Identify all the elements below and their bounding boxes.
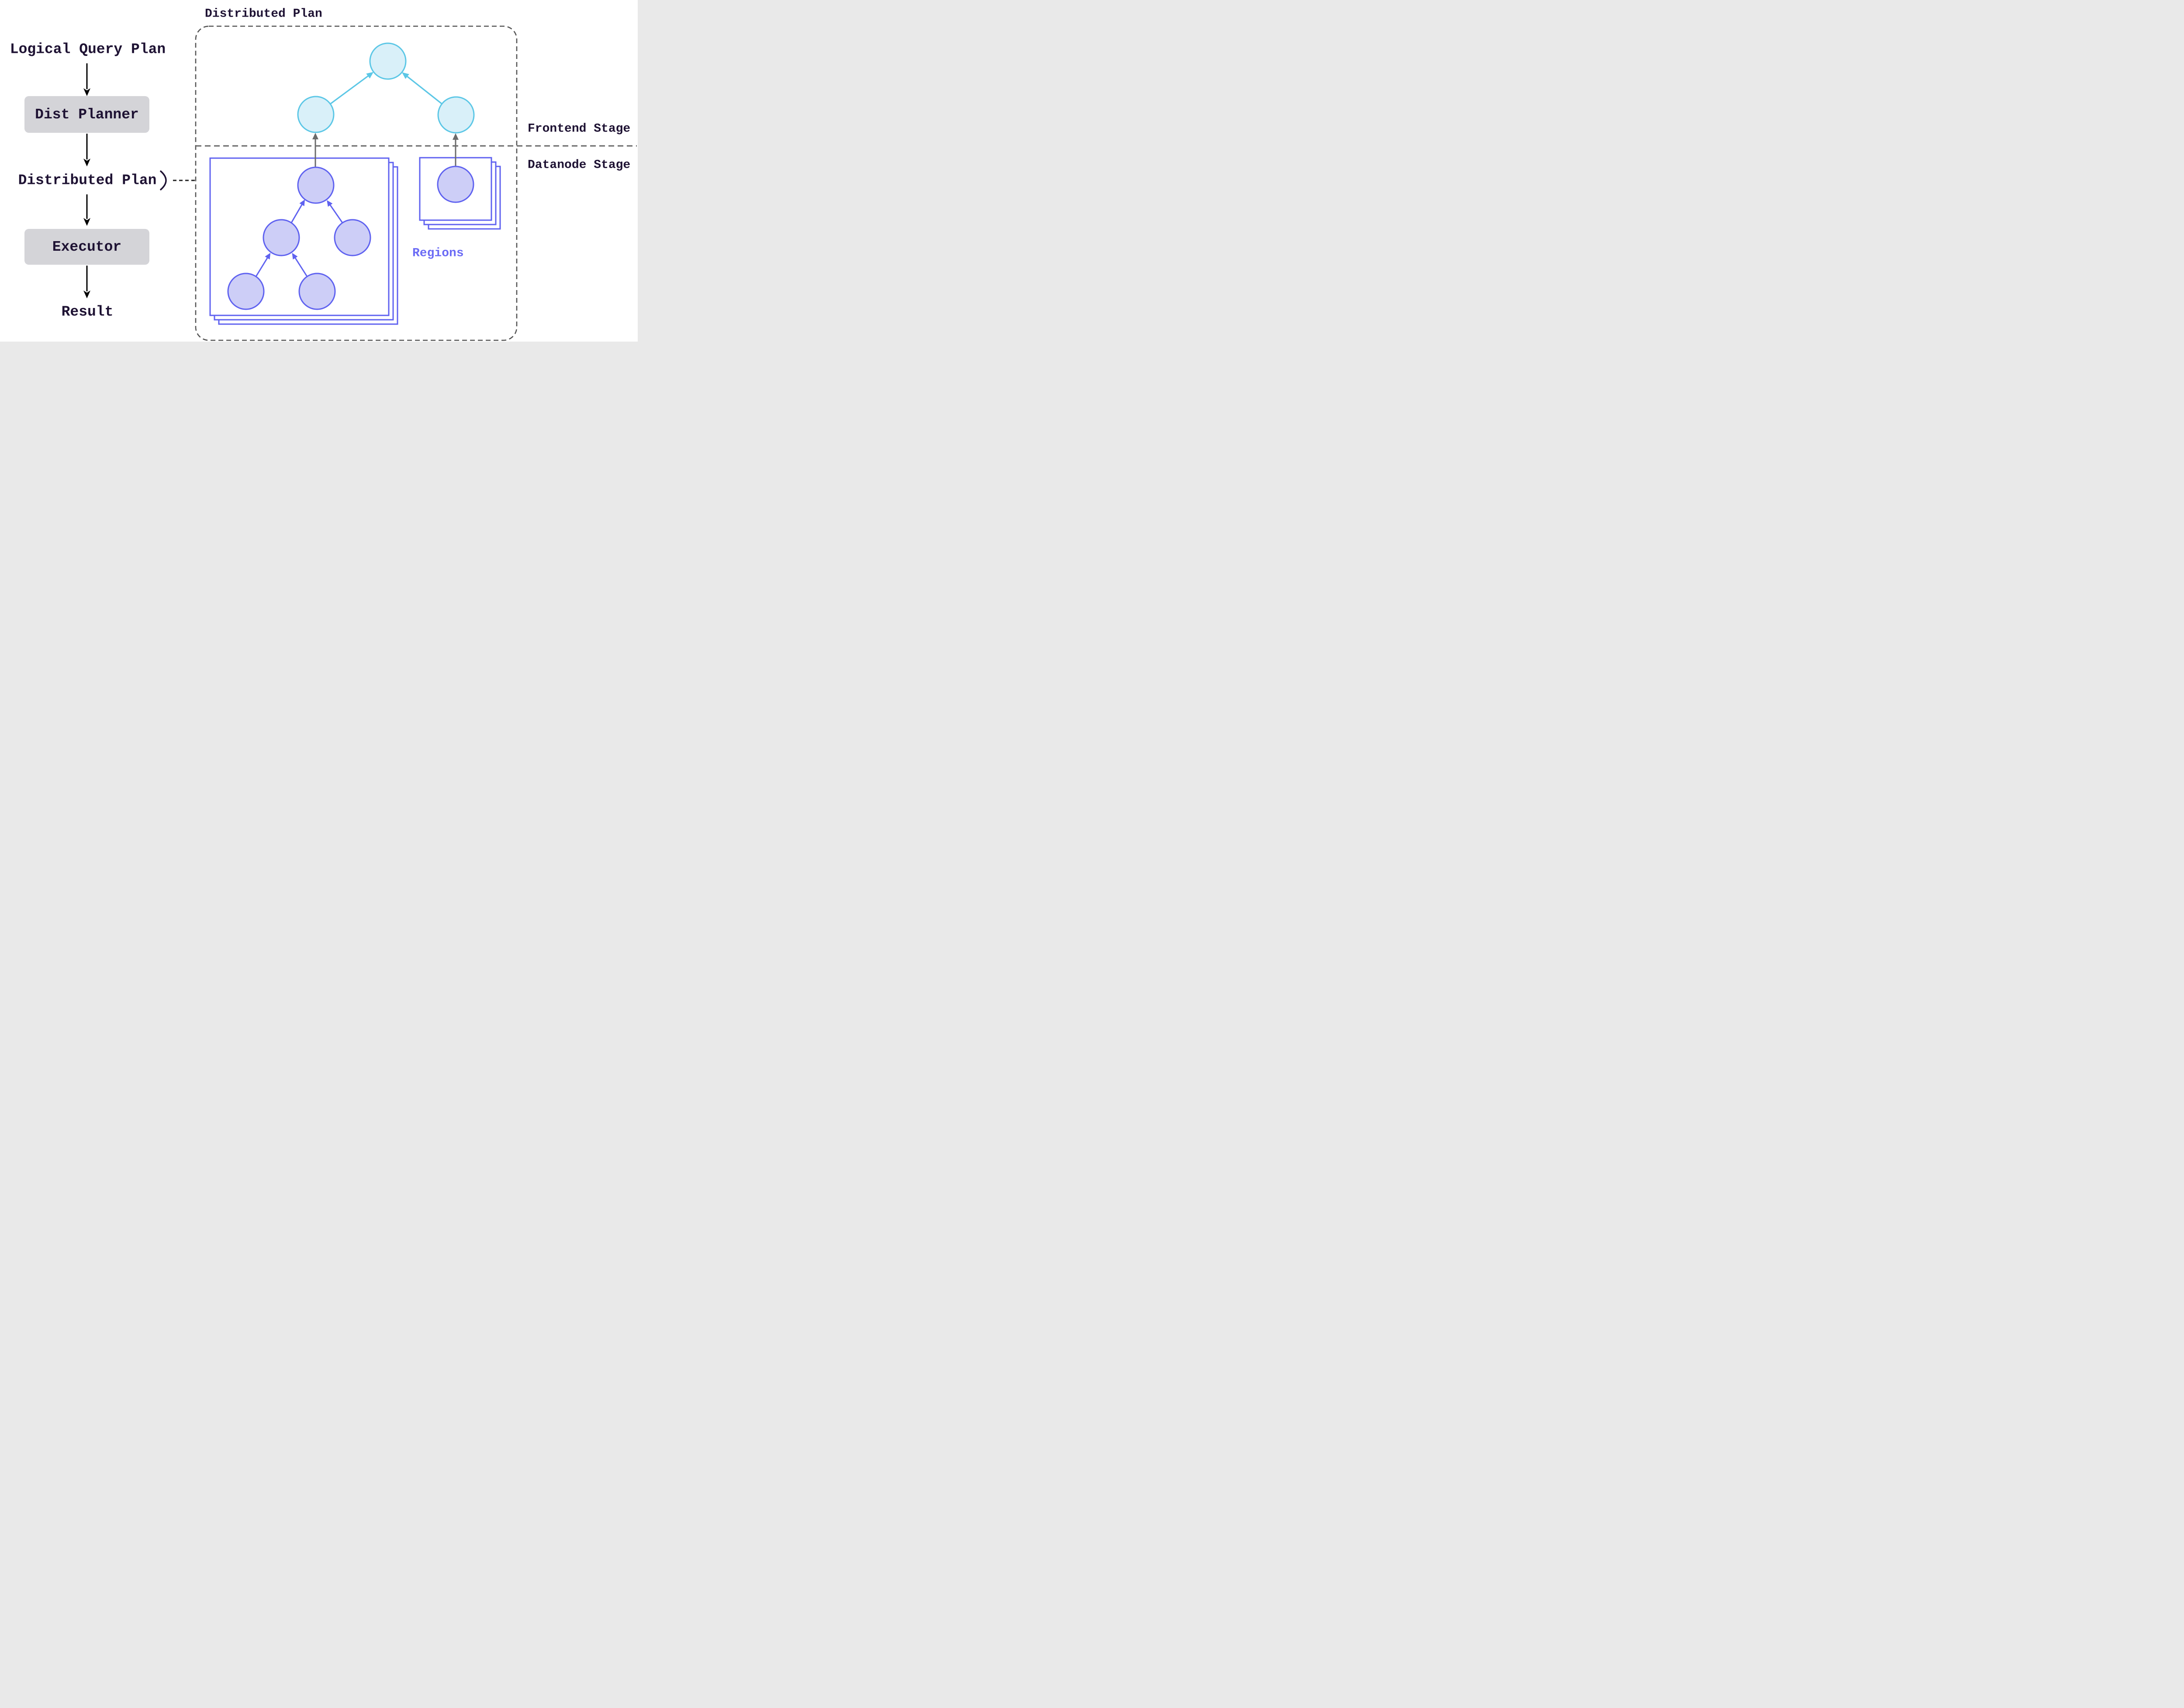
dist-planner-label: Dist Planner — [35, 106, 139, 123]
logical-query-plan-label: Logical Query Plan — [10, 41, 166, 58]
datanode-left-root-node — [297, 166, 335, 204]
datanode-right-region-node — [437, 166, 474, 203]
datanode-left-bottom-left-node — [227, 273, 265, 310]
datanode-left-mid-left-node — [263, 219, 300, 256]
datanode-left-mid-right-node — [334, 219, 371, 256]
frontend-stage-label: Frontend Stage — [528, 122, 631, 136]
arrow-midleft-to-root — [290, 199, 305, 223]
diagram-canvas: Logical Query Plan Dist Planner Distribu… — [0, 0, 638, 342]
frontend-right-node — [437, 96, 475, 134]
diagram-shapes-layer — [83, 25, 637, 341]
dist-planner-box: Dist Planner — [24, 96, 149, 133]
callout-brace — [160, 170, 167, 190]
distributed-plan-boundary — [195, 25, 518, 341]
arrow-botmid-to-midleft — [292, 252, 308, 277]
arrow-midright-to-root — [327, 200, 343, 223]
datanode-stage-label: Datanode Stage — [528, 158, 631, 172]
frontend-left-node — [297, 96, 335, 133]
arrow-botleft-to-midleft — [255, 252, 271, 277]
frontend-root-node — [369, 42, 407, 80]
datanode-left-bottom-mid-node — [298, 273, 336, 310]
distributed-plan-label: Distributed Plan — [18, 172, 157, 189]
regions-label: Regions — [412, 246, 464, 260]
result-label: Result — [61, 304, 114, 320]
arrow-frontend-left-to-root — [330, 72, 374, 105]
distributed-plan-box-title: Distributed Plan — [205, 7, 322, 21]
executor-box: Executor — [24, 229, 149, 265]
executor-label: Executor — [52, 239, 122, 255]
arrow-frontend-right-to-root — [402, 72, 442, 105]
